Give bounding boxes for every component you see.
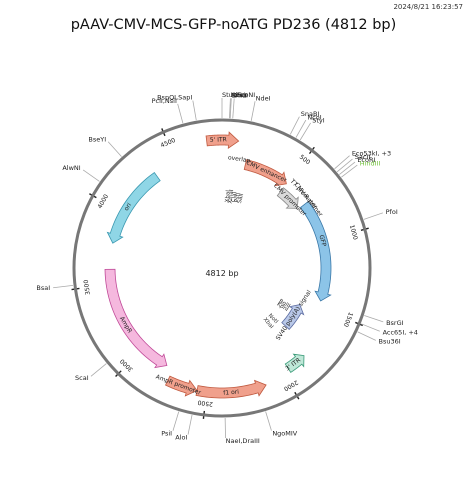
feature-ampr-promoter[interactable]: [165, 375, 198, 397]
site-snabi[interactable]: SnaBI: [301, 110, 320, 118]
site-leader-line: [229, 98, 232, 119]
site-eco53ki-3[interactable]: Eco53kI, +3: [352, 150, 391, 158]
site-bsai[interactable]: BsaI: [36, 284, 50, 292]
feature-3-itr[interactable]: [284, 353, 305, 373]
site-bseyi[interactable]: BseYI: [88, 136, 106, 144]
site-leader-line: [295, 119, 307, 138]
tick-label: 4000: [97, 193, 111, 210]
site-pfoi[interactable]: PfoI: [386, 208, 398, 216]
site-leader-line: [107, 141, 122, 157]
tick-label: 3500: [83, 279, 92, 295]
plasmid-backbone: [72, 118, 372, 418]
site-bsu36i[interactable]: Bsu36I: [379, 338, 401, 346]
site-ecori[interactable]: EcoRI: [357, 156, 375, 164]
site-leader-line: [364, 315, 384, 323]
site-leader-line: [361, 323, 380, 332]
site-naei-draiii[interactable]: NaeI,DraIII: [226, 437, 260, 445]
inner-site-label: XmaI: [228, 189, 236, 204]
site-leader-line: [232, 98, 235, 119]
center-length-label: 4812 bp: [205, 269, 238, 278]
map-title: pAAV-CMV-MCS-GFP-noATG PD236 (4812 bp): [70, 17, 397, 33]
inner-site-label: SalI: [237, 193, 245, 205]
site-leader-line: [229, 98, 231, 119]
tick-label: 1000: [348, 224, 359, 241]
site-alwni[interactable]: AlwNI: [62, 164, 80, 172]
timestamp: 2024/8/21 16:23:57: [393, 3, 463, 11]
site-leader-line: [341, 164, 358, 178]
site-nhei[interactable]: NheI: [231, 91, 246, 99]
feature-cmv-promoter[interactable]: [276, 187, 299, 209]
feature-gfp[interactable]: [299, 200, 332, 302]
site-pcii-nsii[interactable]: PciI,NsiI: [152, 97, 177, 105]
inner-site-label: PstI: [234, 192, 242, 203]
site-mlui[interactable]: MluI: [234, 91, 248, 99]
site-bmti[interactable]: BmtI: [231, 91, 246, 99]
tick-label: 3000: [119, 357, 135, 373]
site-leader-line: [192, 100, 197, 121]
site-leader-line: [289, 116, 300, 135]
site-leader-line: [177, 103, 184, 124]
site-bspqi-sapi[interactable]: BspQI,SapI: [157, 94, 192, 102]
site-leader-line: [53, 284, 74, 289]
site-psii[interactable]: PsiI: [161, 430, 172, 438]
inner-site-label: KpnI: [276, 301, 290, 313]
feature-ori[interactable]: [106, 171, 161, 244]
feature-ampr[interactable]: [104, 268, 168, 369]
site-ngomiv[interactable]: NgoMIV: [272, 430, 297, 438]
inner-site-label: ClaI: [231, 191, 239, 203]
tick-label: 4500: [160, 137, 177, 150]
site-leader-line: [82, 169, 100, 182]
feature-label: overlap: [227, 154, 251, 164]
site-leader-line: [357, 331, 376, 341]
site-scai[interactable]: ScaI: [75, 374, 89, 382]
site-stui-econi[interactable]: StuI,EcoNI: [222, 91, 255, 99]
tick-label: 2000: [282, 378, 299, 392]
inner-site-label: XbaI: [225, 190, 232, 203]
site-acc65i-4[interactable]: Acc65I, +4: [383, 328, 418, 336]
feature-cmv-enhancer[interactable]: [243, 159, 287, 187]
tick-label: 500: [298, 154, 311, 167]
site-hindiii[interactable]: HindIII: [360, 159, 381, 167]
site-leader-line: [363, 212, 383, 220]
feature-label: SV40 poly(A) signal: [275, 289, 313, 342]
feature-5-itr[interactable]: [205, 131, 240, 149]
site-leader-line: [172, 411, 180, 431]
site-leader-line: [250, 101, 256, 121]
site-bsrgi[interactable]: BsrGI: [386, 319, 404, 327]
feature-label: GFP: [317, 234, 327, 248]
site-leader-line: [336, 158, 353, 173]
feature-label: f1 ori: [223, 389, 239, 397]
feature-label: 5' ITR: [210, 136, 227, 143]
feature-label: AmpR promoter: [155, 373, 203, 396]
site-aloi[interactable]: AloI: [175, 434, 187, 442]
site-leader-line: [187, 414, 193, 435]
site-ncoi[interactable]: NcoI: [307, 114, 321, 122]
site-leader-line: [339, 161, 356, 175]
site-leader-line: [334, 155, 350, 170]
tick-label: 2500: [197, 399, 213, 408]
site-leader-line: [265, 411, 272, 431]
tick-label: 1500: [342, 311, 354, 328]
feature-sv40-poly-a-signal[interactable]: [281, 304, 305, 330]
site-styi[interactable]: StyI: [312, 116, 325, 124]
site-ndei[interactable]: NdeI: [256, 94, 271, 102]
feature-label: ori: [123, 202, 133, 213]
site-leader-line: [90, 363, 107, 377]
feature-group: [104, 131, 332, 399]
site-sacii[interactable]: SacII: [355, 153, 371, 161]
inner-site-label: BglII: [278, 299, 292, 310]
site-leader-line: [299, 122, 311, 141]
